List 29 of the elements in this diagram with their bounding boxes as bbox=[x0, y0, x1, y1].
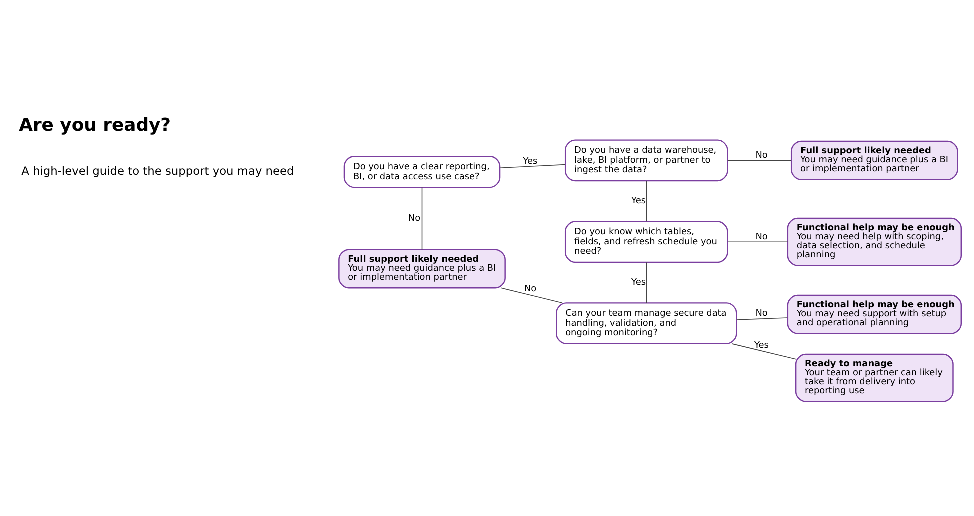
node-box: Do you have a clear reporting, BI, or data access use case? bbox=[344, 156, 501, 188]
edge-label: Yes bbox=[523, 156, 538, 167]
connector bbox=[500, 164, 566, 169]
edge-label: No bbox=[756, 232, 768, 243]
connector bbox=[422, 187, 423, 250]
edge-label: No bbox=[524, 284, 537, 295]
connector bbox=[732, 344, 796, 360]
edge-label: Yes bbox=[632, 278, 646, 288]
node-box: Can your team manage secure data handling, validation, and ongoing monitoring? bbox=[556, 302, 738, 345]
node-box: Full support likely needed You may need guidance plus a BI or implementation partner bbox=[338, 249, 506, 289]
edge-label: Yes bbox=[632, 196, 646, 207]
connector bbox=[728, 160, 792, 162]
node-box: Functional help may be enough You may need support with setup and operational planning bbox=[787, 294, 962, 334]
node-box: Full support likely needed You may need guidance plus a BI or implementation partner bbox=[790, 140, 958, 180]
connector bbox=[646, 180, 648, 222]
connector bbox=[728, 242, 788, 243]
diagram-title: Are you ready? bbox=[19, 115, 172, 136]
connector bbox=[736, 318, 788, 320]
node-box: Do you know which tables, fields, and refresh schedule you need? bbox=[564, 221, 728, 264]
edge-label: No bbox=[408, 214, 421, 224]
connector bbox=[646, 262, 648, 304]
connector bbox=[500, 288, 563, 304]
edge-label: No bbox=[756, 151, 768, 162]
edge-label: Yes bbox=[754, 340, 769, 351]
node-box: Ready to manage Your team or partner can likely take it from delivery into reporting use bbox=[795, 354, 954, 402]
edge-label: No bbox=[756, 309, 768, 320]
label: A high-level guide to the support you may need bbox=[22, 164, 294, 178]
node-box: Functional help may be enough You may need help with scoping, data selection, and schedule planning bbox=[787, 218, 962, 266]
node-box: Do you have a data warehouse, lake, BI platform, or partner to ingest the data? bbox=[564, 140, 728, 182]
